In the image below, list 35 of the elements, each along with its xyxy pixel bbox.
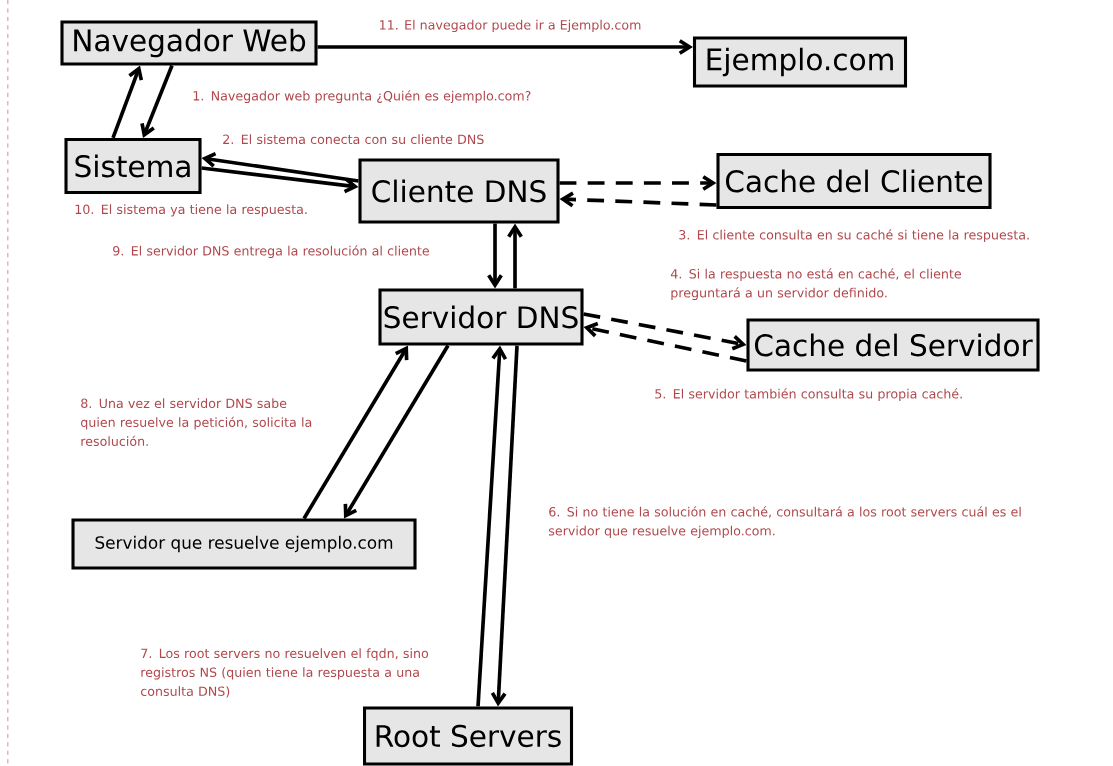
process-box: Servidor DNS (378, 288, 584, 346)
step-note: 5. El servidor también consulta su propia caché. (655, 388, 962, 401)
step-note: 6. Si no tiene la solución en caché, consultará a los root servers cuál es el servidor que resuelve ejemplo.com. (548, 506, 1021, 538)
arrow (559, 191, 717, 208)
arrow (559, 175, 717, 191)
arrow (476, 345, 508, 707)
process-box: Servidor que resuelve ejemplo.com (71, 518, 417, 570)
step-note: 4. Si la respuesta no está en caché, el cliente preguntará a un servidor definido. (670, 268, 961, 300)
process-box: Cliente DNS (358, 158, 560, 224)
arrow (343, 344, 450, 519)
arrow (490, 345, 519, 707)
process-box: Cache del Servidor (746, 318, 1040, 372)
arrow (302, 345, 409, 520)
process-box: Cache del Cliente (716, 152, 992, 210)
arrow (111, 65, 144, 139)
step-note: 2. El sistema conecta con su cliente DNS (223, 134, 484, 145)
step-note: 1. Navegador web pregunta ¿Quién es ejemplo.com? (193, 90, 531, 103)
arrow (583, 312, 747, 351)
step-note: 10. El sistema ya tiene la respuesta. (75, 204, 307, 217)
arrow (487, 223, 503, 289)
arrow (317, 39, 693, 55)
arrow (201, 166, 359, 194)
arrow (583, 321, 747, 363)
arrow (140, 64, 174, 138)
process-box: Ejemplo.com (692, 36, 908, 88)
arrow (201, 152, 359, 183)
process-box: Root Servers (362, 706, 574, 766)
step-note: 7. Los root servers no resuelven el fqdn, sino registros NS (quien tiene la respuesta a una consulta DNS) (141, 648, 429, 698)
process-box: Navegador Web (60, 20, 318, 66)
edge-label: 11. El navegador puede ir a Ejemplo.com (377, 18, 643, 34)
step-note: 3. El cliente consulta en su caché si tiene la respuesta. (679, 229, 1029, 242)
step-note: 8. Una vez el servidor DNS sabe quien resuelve la petición, solicita la resolución. (81, 398, 312, 446)
process-box: Sistema (64, 137, 202, 195)
step-note: 9. El servidor DNS entrega la resolución al cliente (113, 245, 429, 258)
arrow (507, 223, 523, 289)
